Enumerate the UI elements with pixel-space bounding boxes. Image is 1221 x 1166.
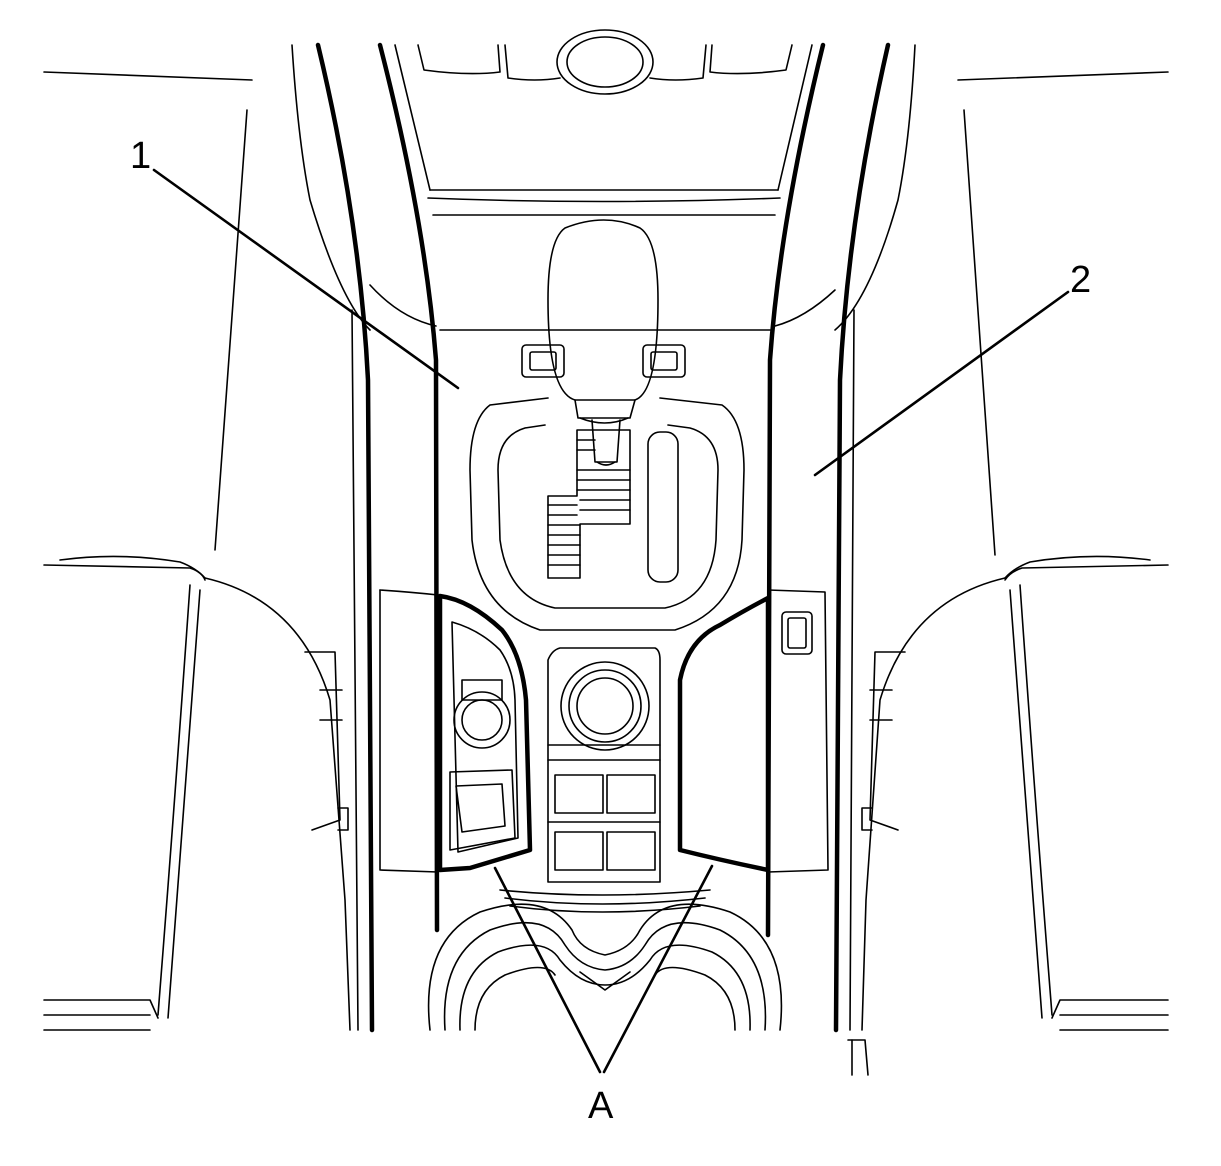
leader-2 (813, 290, 1070, 477)
right-accessory-panel (677, 589, 829, 873)
leader-a-right (602, 864, 714, 1074)
callout-a-label: A (588, 1085, 614, 1127)
callout-1-label: 1 (130, 135, 151, 177)
gear-shifter (521, 219, 686, 466)
shift-gate-bezel (469, 397, 745, 631)
dash-vents (394, 29, 813, 331)
left-accessory-panel (379, 589, 533, 873)
right-seat (847, 71, 1169, 1076)
cup-holders (427, 889, 783, 1031)
center-switch-panel (547, 647, 661, 883)
leader-lines (152, 168, 1070, 1074)
leader-a-left (493, 866, 602, 1074)
left-seat (43, 71, 351, 1031)
console-outer-trim (291, 42, 916, 1033)
callout-2-label: 2 (1070, 259, 1091, 301)
leader-1 (152, 168, 460, 390)
